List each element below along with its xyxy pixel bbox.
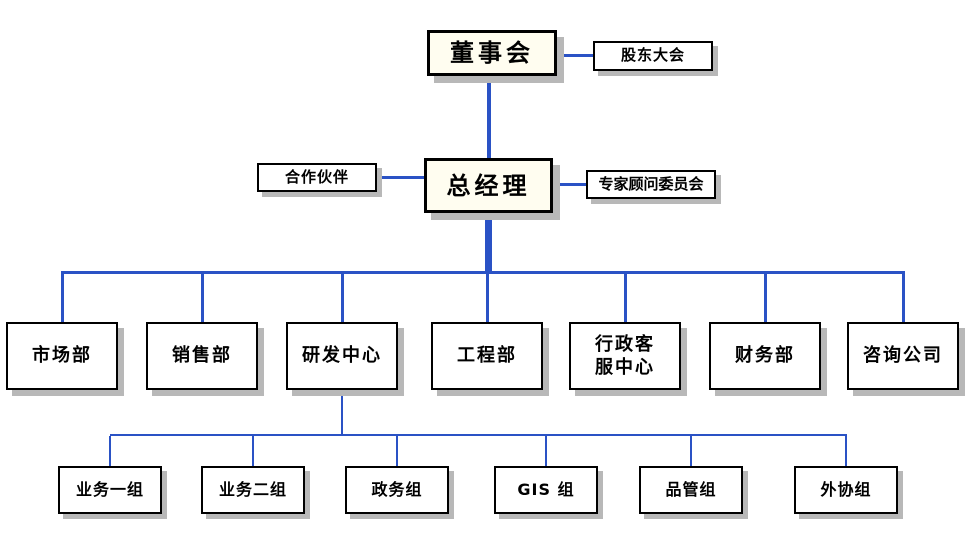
connector-group-drop bbox=[690, 436, 692, 466]
connector-group-bus bbox=[110, 434, 847, 436]
org-node-dept-admin-service-label: 行政客服中心 bbox=[595, 333, 655, 378]
org-node-dept-marketing-label: 市场部 bbox=[32, 345, 92, 367]
org-node-dept-sales-label: 销售部 bbox=[172, 345, 232, 367]
connector-group-drop bbox=[396, 436, 398, 466]
connector-dept-drop bbox=[764, 274, 767, 322]
org-node-general-manager-label: 总经理 bbox=[446, 170, 531, 200]
org-node-dept-marketing: 市场部 bbox=[6, 322, 118, 390]
org-node-group-business-2-label: 业务二组 bbox=[218, 479, 287, 499]
org-node-advisory-label: 专家顾问委员会 bbox=[598, 174, 704, 193]
org-node-dept-engineering: 工程部 bbox=[431, 322, 543, 390]
org-node-dept-rd-center-label: 研发中心 bbox=[302, 345, 382, 367]
org-node-group-business-1-label: 业务一组 bbox=[75, 479, 144, 499]
org-node-group-gis-label: GIS 组 bbox=[517, 479, 575, 499]
connector-dept-drop bbox=[201, 274, 204, 322]
org-node-dept-finance-label: 财务部 bbox=[735, 345, 795, 367]
org-node-dept-engineering-label: 工程部 bbox=[457, 345, 517, 367]
org-node-partners: 合作伙伴 bbox=[257, 163, 377, 192]
connector-group-drop bbox=[252, 436, 254, 466]
connector-dept-drop bbox=[902, 274, 905, 322]
connector-group-drop bbox=[545, 436, 547, 466]
org-node-group-gov-affairs: 政务组 bbox=[345, 466, 449, 514]
org-node-shareholders-label: 股东大会 bbox=[620, 46, 685, 65]
connector-dept-drop bbox=[341, 274, 344, 322]
connector-gm-advisory bbox=[553, 183, 586, 186]
org-node-group-gov-affairs-label: 政务组 bbox=[371, 479, 423, 499]
connector-board-gm bbox=[487, 76, 491, 158]
org-node-general-manager: 总经理 bbox=[424, 158, 553, 213]
org-node-board-label: 董事会 bbox=[450, 38, 534, 68]
org-node-group-quality: 品管组 bbox=[639, 466, 743, 514]
org-node-dept-consulting: 咨询公司 bbox=[847, 322, 959, 390]
org-node-board: 董事会 bbox=[427, 30, 557, 76]
connector-dept-bus bbox=[61, 271, 905, 274]
connector-group-drop bbox=[845, 436, 847, 466]
connector-group-drop bbox=[109, 436, 111, 466]
org-node-group-business-1: 业务一组 bbox=[58, 466, 162, 514]
org-node-partners-label: 合作伙伴 bbox=[284, 167, 349, 186]
org-node-dept-finance: 财务部 bbox=[709, 322, 821, 390]
org-node-group-business-2: 业务二组 bbox=[201, 466, 305, 514]
org-node-group-gis: GIS 组 bbox=[494, 466, 598, 514]
org-node-dept-rd-center: 研发中心 bbox=[286, 322, 398, 390]
connector-gm-trunk bbox=[485, 213, 492, 274]
connector-dept-drop bbox=[61, 274, 64, 322]
org-node-dept-sales: 销售部 bbox=[146, 322, 258, 390]
connector-rd-trunk bbox=[341, 390, 343, 435]
org-node-advisory: 专家顾问委员会 bbox=[586, 170, 716, 199]
org-node-shareholders: 股东大会 bbox=[593, 41, 713, 71]
org-node-group-outsourcing-label: 外协组 bbox=[820, 479, 872, 499]
connector-board-shareholders bbox=[557, 54, 593, 57]
connector-dept-drop bbox=[624, 274, 627, 322]
connector-dept-drop bbox=[486, 274, 489, 322]
org-node-group-outsourcing: 外协组 bbox=[794, 466, 898, 514]
org-node-dept-consulting-label: 咨询公司 bbox=[863, 345, 943, 367]
org-node-dept-admin-service: 行政客服中心 bbox=[569, 322, 681, 390]
connector-partners-gm bbox=[377, 176, 424, 179]
org-node-group-quality-label: 品管组 bbox=[665, 479, 717, 499]
